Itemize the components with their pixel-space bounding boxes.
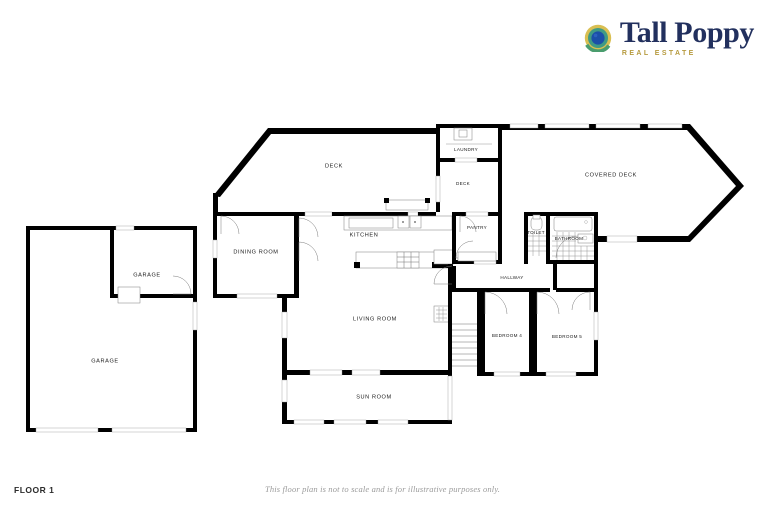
room-label-kitchen: KITCHEN bbox=[350, 232, 379, 238]
room-label-dining-room: DINING ROOM bbox=[233, 249, 278, 255]
room-label-laundry: LAUNDRY bbox=[454, 147, 478, 152]
room-label-deck-main: DECK bbox=[325, 163, 343, 169]
room-label-garage-upper: GARAGE bbox=[133, 272, 161, 278]
main-house: LAUNDRY DECK COVERED DECK bbox=[212, 123, 744, 425]
room-label-bathroom: BATHROOM bbox=[555, 236, 584, 241]
floor-label: FLOOR 1 bbox=[14, 485, 55, 495]
tall-poppy-logo: Tall Poppy REAL ESTATE bbox=[583, 16, 755, 57]
room-label-toilet: TOILET bbox=[527, 230, 545, 235]
garage-block: GARAGE GARAGE bbox=[26, 225, 198, 433]
room-label-pantry: PANTRY bbox=[467, 225, 487, 230]
disclaimer-text: This floor plan is not to scale and is f… bbox=[265, 484, 501, 494]
poppy-circle-icon bbox=[583, 23, 612, 52]
room-label-sun-room: SUN ROOM bbox=[356, 394, 392, 400]
brand-tagline: REAL ESTATE bbox=[621, 50, 696, 57]
room-label-living-room: LIVING ROOM bbox=[353, 316, 397, 322]
room-label-garage-main: GARAGE bbox=[91, 358, 119, 364]
room-label-bedroom-5: BEDROOM 5 bbox=[552, 334, 582, 339]
room-label-covered-deck: COVERED DECK bbox=[585, 172, 637, 178]
room-label-hallway: HALLWAY bbox=[500, 275, 523, 280]
brand-name: Tall Poppy bbox=[619, 16, 755, 49]
room-label-bedroom-4: BEDROOM 4 bbox=[492, 333, 522, 338]
room-label-deck-small: DECK bbox=[456, 181, 471, 186]
